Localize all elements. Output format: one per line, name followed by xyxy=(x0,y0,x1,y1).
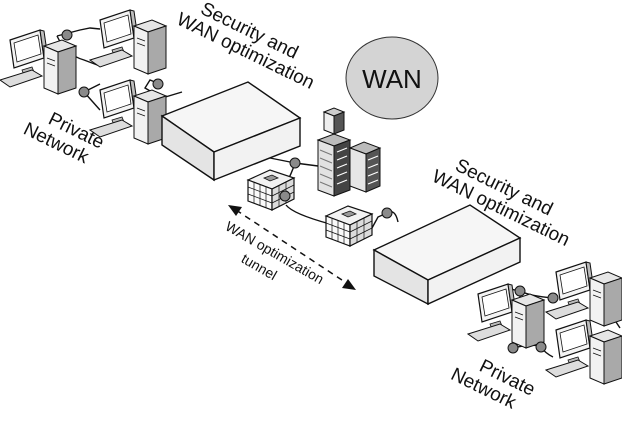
connection-node-icon xyxy=(152,78,164,90)
desktop-computer-icon xyxy=(545,261,622,327)
branch-office-icon xyxy=(247,169,295,211)
desktop-computer-icon xyxy=(89,9,167,75)
connection-node-icon xyxy=(381,207,393,219)
connection-node-icon xyxy=(514,285,526,297)
wan-label: WAN xyxy=(362,64,422,94)
connection-node-icon xyxy=(78,86,90,98)
desktop-computer-icon xyxy=(545,319,622,385)
connection-nodes xyxy=(61,29,559,354)
connection-node-icon xyxy=(289,157,301,169)
wan-cloud-icon: WAN xyxy=(345,36,439,120)
connection-node-icon xyxy=(547,292,559,304)
security-appliance-top xyxy=(160,81,302,182)
desktop-computer-icon xyxy=(467,283,545,349)
security-appliance-bottom xyxy=(372,204,522,306)
connection-node-icon xyxy=(507,342,519,354)
connection-node-icon xyxy=(279,190,291,202)
connection-node-icon xyxy=(535,341,547,353)
office-building-icon xyxy=(316,107,382,197)
connection-node-icon xyxy=(61,29,73,41)
branch-office-icon xyxy=(325,205,373,247)
tunnel-arrow xyxy=(228,205,356,290)
